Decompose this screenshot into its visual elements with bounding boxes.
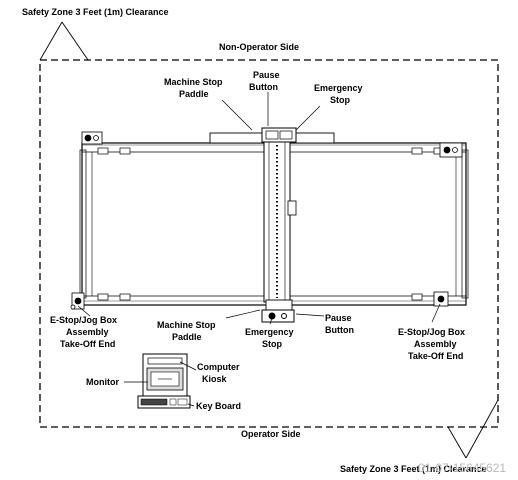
safety-zone-bottom-label: Safety Zone 3 Feet (1m) Clearance (340, 464, 487, 474)
machine-stop-top-line1: Machine Stop (164, 77, 223, 87)
estop-jog-box-left (70, 292, 85, 310)
non-operator-side-label: Non-Operator Side (219, 42, 299, 52)
estop-left-line3: Take-Off End (60, 339, 115, 349)
computer-kiosk-line1: Computer (197, 362, 240, 372)
estop-right-line1: E-Stop/Jog Box (398, 327, 465, 337)
estop-left-line2: Assembly (66, 327, 109, 337)
machine-stop-bottom-line2: Paddle (172, 332, 202, 342)
estop-jog-box-right (433, 291, 449, 307)
machine-stop-top-line2: Paddle (179, 89, 209, 99)
estop-assembly-top-right (439, 142, 463, 158)
emergency-bottom-line1: Emergency (245, 327, 294, 337)
emergency-top-line1: Emergency (314, 83, 363, 93)
pause-top-line2: Button (249, 82, 278, 92)
pause-bottom-line1: Pause (325, 313, 352, 323)
pause-top-line1: Pause (253, 70, 280, 80)
estop-assembly-top-left (81, 131, 103, 145)
estop-right-line3: Take-Off End (408, 351, 463, 361)
pause-bottom-line2: Button (325, 325, 354, 335)
gantry-bracket (287, 200, 297, 216)
leader-lines (77, 92, 441, 407)
safety-zone-top-label: Safety Zone 3 Feet (1m) Clearance (22, 7, 169, 17)
monitor-label: Monitor (86, 377, 119, 387)
estop-right-line2: Assembly (414, 339, 457, 349)
emergency-top-line2: Stop (330, 95, 350, 105)
keyboard (137, 395, 191, 409)
safety-zone-boundary (39, 59, 499, 428)
estop-left-line1: E-Stop/Jog Box (50, 315, 117, 325)
clearance-leader-top (39, 21, 89, 61)
machine-stop-bottom-line1: Machine Stop (157, 320, 216, 330)
watermark-text: 01-07-15645621 (418, 461, 506, 475)
operator-side-label: Operator Side (241, 429, 301, 439)
emergency-bottom-line2: Stop (262, 339, 282, 349)
computer-kiosk-line2: Kiosk (202, 374, 228, 384)
clearance-leader-bottom (447, 399, 499, 459)
computer-kiosk (142, 353, 188, 397)
gantry-beam (261, 127, 297, 323)
keyboard-label: Key Board (196, 401, 241, 411)
